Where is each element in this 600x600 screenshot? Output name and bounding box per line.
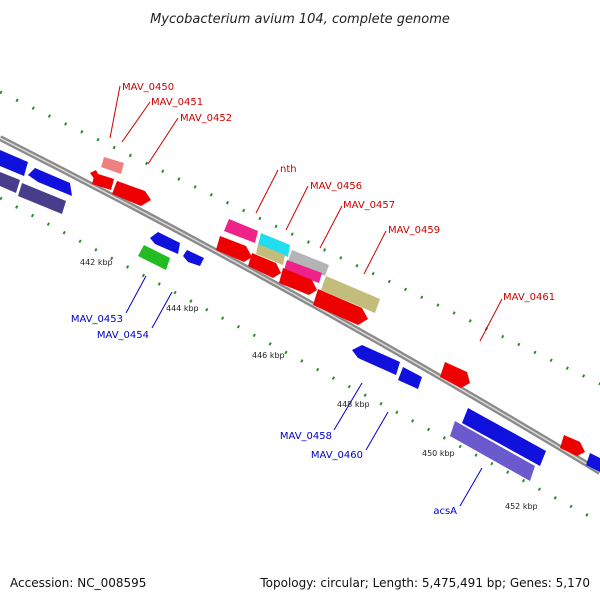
gene-mav-0457b-arrow[interactable] [284, 260, 322, 283]
tick-448kbp: 448 kbp [337, 400, 370, 409]
reverse-genes [0, 150, 600, 481]
label-mav-0460[interactable]: MAV_0460 [311, 450, 363, 461]
gene-edge-blue-arrow[interactable] [586, 453, 600, 472]
tick-452kbp: 452 kbp [505, 502, 538, 511]
gene-mav-0458-arrow[interactable] [352, 345, 400, 375]
label-mav-0452[interactable]: MAV_0452 [180, 113, 232, 124]
gene-blue-left-b-arrow[interactable] [28, 168, 72, 196]
gene-purple-left-b-arrow[interactable] [18, 183, 66, 214]
gene-mav-0457-arrow[interactable] [288, 250, 329, 276]
reverse-callouts [125, 275, 483, 507]
forward-callouts [109, 85, 503, 342]
gene-mav-0460-arrow[interactable] [462, 408, 546, 466]
outer-scale-track [0, 90, 600, 386]
gene-mav-0456b-arrow[interactable] [256, 244, 285, 265]
gene-mav-0453-arrow[interactable] [138, 245, 170, 270]
gene-mav-0461-arrow[interactable] [440, 362, 470, 388]
genome-summary-text: Topology: circular; Length: 5,475,491 bp… [260, 576, 590, 590]
gene-mav-0458b-arrow[interactable] [398, 367, 422, 389]
gene-mav-0452-arrow[interactable] [112, 181, 151, 206]
gene-mav-0454-arrow[interactable] [183, 250, 204, 266]
gene-mav-0456-arrow[interactable] [258, 233, 290, 257]
label-mav-0454[interactable]: MAV_0454 [97, 330, 149, 341]
genome-backbone [0, 135, 600, 475]
gene-mav-0450-arrow[interactable] [101, 157, 124, 174]
accession-text: Accession: NC_008595 [10, 576, 147, 590]
label-mav-0456[interactable]: MAV_0456 [310, 181, 362, 192]
forward-label-group: MAV_0450 MAV_0451 MAV_0452 nth MAV_0456 … [122, 82, 555, 303]
gene-red-c-arrow[interactable] [279, 268, 317, 295]
tick-446kbp: 446 kbp [252, 351, 285, 360]
gene-nth-arrow[interactable] [224, 219, 258, 243]
gene-acsA-arrow[interactable] [450, 421, 535, 481]
label-acsA[interactable]: acsA [433, 506, 457, 517]
label-mav-0459[interactable]: MAV_0459 [388, 225, 440, 236]
reverse-label-group: MAV_0453 MAV_0454 MAV_0458 MAV_0460 acsA [71, 314, 457, 517]
tick-444kbp: 444 kbp [166, 304, 199, 313]
label-mav-0458[interactable]: MAV_0458 [280, 431, 332, 442]
gene-red-b-arrow[interactable] [248, 253, 281, 278]
gene-red-a-arrow[interactable] [216, 236, 252, 262]
tick-450kbp: 450 kbp [422, 449, 455, 458]
gene-mav-0459-arrow[interactable] [321, 276, 380, 313]
label-mav-0450[interactable]: MAV_0450 [122, 82, 174, 93]
forward-genes [90, 157, 585, 456]
label-nth[interactable]: nth [280, 164, 297, 175]
label-mav-0451[interactable]: MAV_0451 [151, 97, 203, 108]
gene-blue-left-arrow[interactable] [0, 150, 28, 176]
gene-purple-left-arrow[interactable] [0, 172, 20, 193]
gene-mav-0451b-arrow[interactable] [92, 173, 114, 190]
map-title: Mycobacterium avium 104, complete genome [150, 12, 450, 27]
tick-442kbp: 442 kbp [80, 258, 113, 267]
inner-scale-track [0, 196, 600, 524]
gene-red-e-arrow[interactable] [560, 435, 585, 456]
label-mav-0453[interactable]: MAV_0453 [71, 314, 123, 325]
gene-mav-0453-blue-arrow[interactable] [150, 232, 180, 254]
scale-labels: 442 kbp 444 kbp 446 kbp 448 kbp 450 kbp … [80, 258, 538, 511]
label-mav-0457[interactable]: MAV_0457 [343, 200, 395, 211]
label-mav-0461[interactable]: MAV_0461 [503, 292, 555, 303]
gene-red-d-arrow[interactable] [313, 289, 368, 325]
